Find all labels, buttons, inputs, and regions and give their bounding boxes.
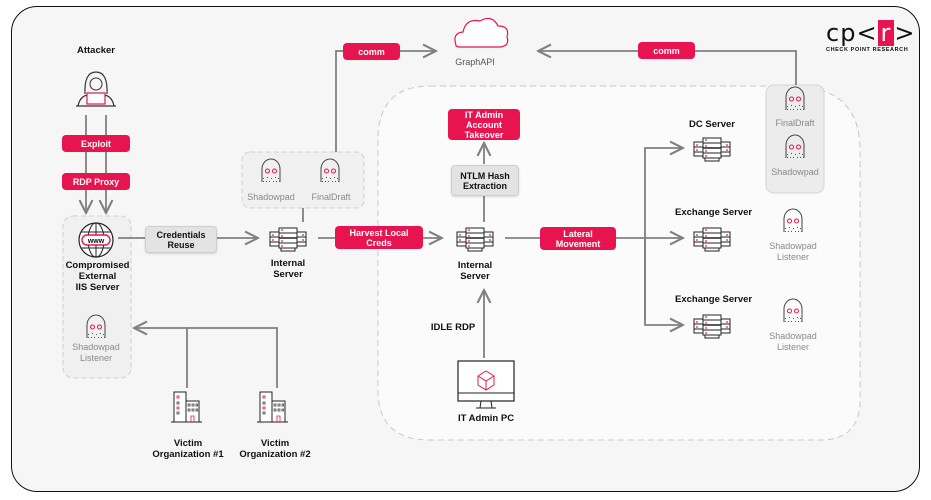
implant-shadowpad-label: Shadowpad bbox=[247, 192, 295, 202]
label-line: Internal bbox=[270, 258, 306, 269]
label-line: Internal bbox=[457, 260, 493, 271]
iis-label-line: External bbox=[78, 271, 117, 282]
edge-victim2-iis bbox=[187, 327, 278, 388]
label-line: Extraction bbox=[462, 180, 507, 191]
exchange-2-label: Exchange Server bbox=[675, 294, 753, 305]
step-rdp-proxy: RDP Proxy bbox=[62, 173, 130, 190]
label-line: Creds bbox=[366, 237, 392, 248]
label-line: Account bbox=[465, 119, 502, 130]
logo-bracket-open: < bbox=[856, 19, 878, 47]
iis-listener-label: Shadowpad Listener bbox=[60, 342, 132, 364]
cloud-icon bbox=[454, 17, 509, 48]
edge-dc-graphapi bbox=[538, 51, 797, 85]
office-building-icon bbox=[256, 391, 289, 423]
edge-lateral-exchange2 bbox=[644, 238, 683, 325]
attacker-label: Attacker bbox=[76, 45, 116, 56]
step-exploit: Exploit bbox=[62, 135, 130, 152]
label-line: Listener bbox=[776, 342, 810, 352]
label-line: Victim bbox=[260, 438, 290, 449]
label-line: Organization #2 bbox=[239, 449, 311, 460]
label-line: Takeover bbox=[464, 129, 504, 140]
label-line: Reuse bbox=[167, 239, 195, 250]
label-line: IT Admin bbox=[464, 109, 504, 120]
step-idle-rdp: IDLE RDP bbox=[430, 322, 476, 333]
iis-label-line: IIS Server bbox=[75, 282, 120, 293]
graphapi-label: GraphAPI bbox=[455, 57, 495, 67]
label-line: Organization #1 bbox=[152, 449, 224, 460]
label-line: Harvest Local bbox=[349, 227, 409, 238]
globe-www-icon: www bbox=[78, 222, 114, 258]
label-line: Shadowpad bbox=[769, 331, 817, 341]
label-line: Server bbox=[273, 269, 303, 280]
hacker-icon bbox=[76, 71, 116, 107]
listener-label-line: Shadowpad bbox=[72, 342, 120, 352]
internal-server-1-label: Internal Server bbox=[258, 258, 318, 280]
edge-victims-iis bbox=[134, 328, 188, 388]
victim-1-label: Victim Organization #1 bbox=[143, 438, 233, 460]
desktop-monitor-icon bbox=[457, 360, 515, 409]
implant-group-box bbox=[241, 151, 365, 209]
server-rack-icon bbox=[269, 227, 307, 252]
label-line: Listener bbox=[776, 252, 810, 262]
label-line: Victim bbox=[173, 438, 203, 449]
logo-subtitle: CHECK POINT RESEARCH bbox=[826, 47, 909, 53]
exchange-2-listener-label: Shadowpad Listener bbox=[764, 331, 822, 353]
svg-text:www: www bbox=[87, 238, 105, 245]
dc-finaldraft-label: FinalDraft bbox=[775, 118, 815, 128]
label-line: Shadowpad bbox=[769, 241, 817, 251]
implant-finaldraft-label: FinalDraft bbox=[311, 192, 351, 202]
step-comm-left: comm bbox=[343, 43, 400, 60]
exchange-1-label: Exchange Server bbox=[675, 207, 753, 218]
label-line: Server bbox=[460, 271, 490, 282]
exchange-1-listener-label: Shadowpad Listener bbox=[764, 241, 822, 263]
it-admin-pc-label: IT Admin PC bbox=[457, 413, 515, 424]
iis-group-box bbox=[62, 215, 132, 379]
logo-brand: cp bbox=[826, 19, 857, 47]
office-building-icon bbox=[170, 391, 203, 423]
label-line: Credentials bbox=[156, 229, 206, 240]
edge-implants-graphapi bbox=[335, 51, 436, 152]
iis-label-line: Compromised bbox=[65, 260, 130, 271]
label-line: Movement bbox=[555, 238, 601, 249]
dc-server-label: DC Server bbox=[689, 119, 735, 130]
step-comm-right: comm bbox=[638, 42, 695, 59]
dc-implant-group-box bbox=[765, 84, 825, 194]
cpr-logo: cp<r> CHECK POINT RESEARCH bbox=[826, 20, 916, 53]
iis-server-label: Compromised External IIS Server bbox=[50, 260, 145, 293]
listener-label-line: Listener bbox=[79, 353, 113, 363]
logo-r: r bbox=[877, 20, 895, 46]
label-line: NTLM Hash bbox=[460, 170, 510, 181]
label-line: Lateral bbox=[563, 228, 593, 239]
internal-server-2-label: Internal Server bbox=[445, 260, 505, 282]
logo-bracket-close: > bbox=[894, 19, 916, 47]
victim-2-label: Victim Organization #2 bbox=[230, 438, 320, 460]
dc-shadowpad-label: Shadowpad bbox=[771, 167, 819, 177]
